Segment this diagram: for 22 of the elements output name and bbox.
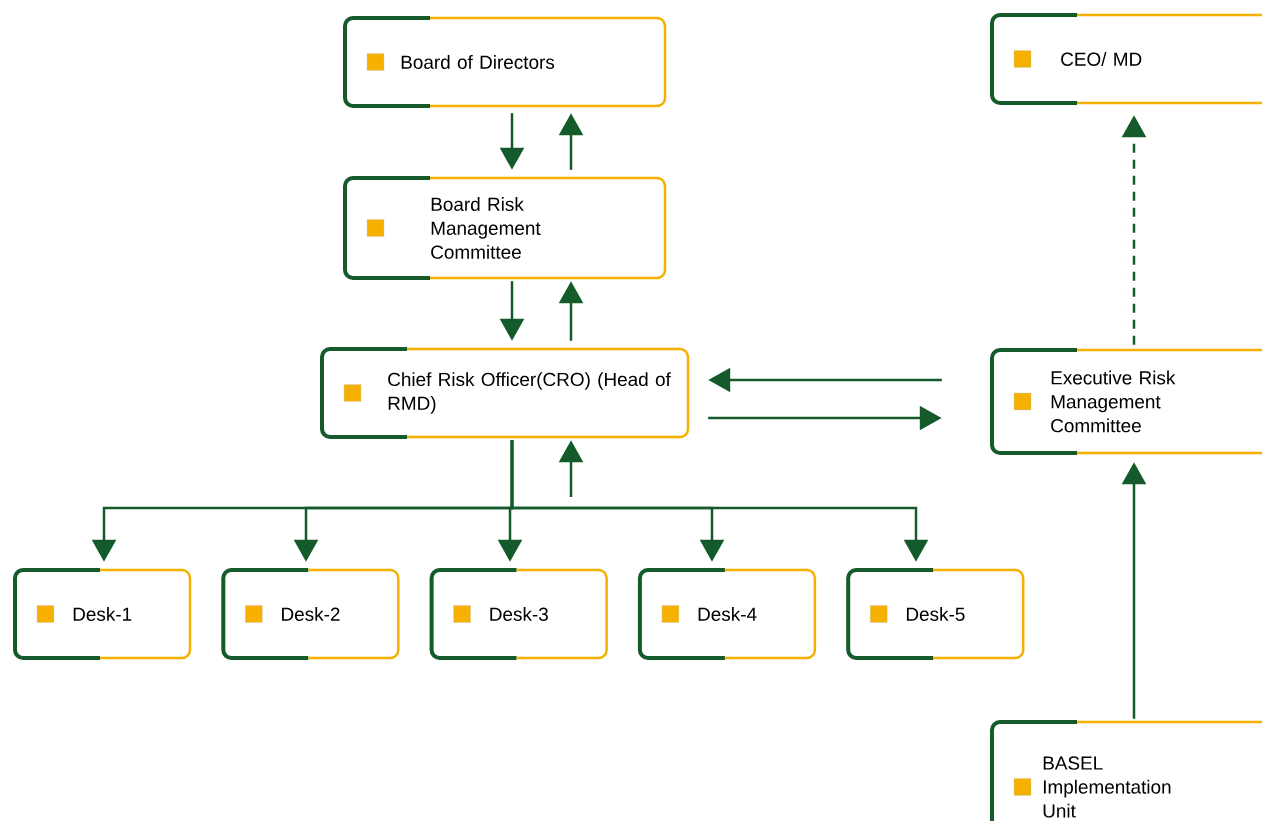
- node-label: Desk-4: [698, 607, 757, 621]
- org-box: Desk-2: [221, 568, 400, 660]
- node-label: Desk-5: [906, 607, 965, 621]
- org-box: Desk-5: [846, 568, 1025, 660]
- org-box: CEO/ MD: [990, 13, 1262, 105]
- node-label: Desk-1: [73, 607, 132, 621]
- org-box: Board of Directors: [343, 16, 667, 108]
- org-box: Desk-4: [637, 568, 817, 660]
- org-box: Desk-1: [13, 568, 192, 660]
- node-label: Desk-2: [282, 607, 340, 621]
- node-label: Chief Risk Officer(CRO) (Head of RMD): [388, 372, 671, 414]
- node-label: Desk-3: [490, 607, 548, 621]
- org-box: BASEL Implementation Unit: [990, 720, 1262, 821]
- node-label: Board Risk Management Committee: [431, 197, 541, 259]
- org-box: Chief Risk Officer(CRO) (Head of RMD): [320, 347, 690, 439]
- org-box: Executive Risk Management Committee: [990, 348, 1262, 455]
- node-label: BASEL Implementation Unit: [1043, 756, 1171, 818]
- node-label: Board of Directors: [401, 55, 555, 69]
- node-label: Executive Risk Management Committee: [1051, 370, 1176, 433]
- org-box: Desk-3: [429, 568, 608, 660]
- node-label: CEO/ MD: [1061, 52, 1142, 66]
- org-box: Board Risk Management Committee: [343, 176, 667, 280]
